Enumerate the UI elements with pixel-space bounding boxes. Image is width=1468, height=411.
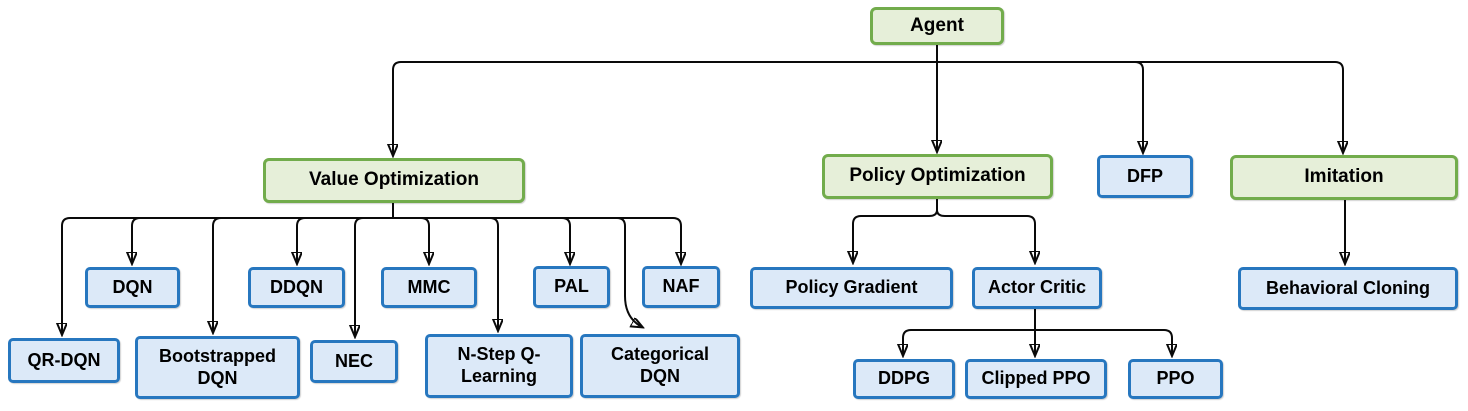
node-label: Imitation <box>1304 166 1384 188</box>
node-ddqn: DDQN <box>248 267 345 308</box>
node-imitation: Imitation <box>1230 155 1458 200</box>
node-agent: Agent <box>870 7 1004 45</box>
node-label: Bootstrapped DQN <box>159 345 276 388</box>
edge-value_optimization-mmc <box>393 217 429 263</box>
node-value-optimization: Value Optimization <box>263 158 525 203</box>
node-pal: PAL <box>533 266 610 308</box>
node-nec: NEC <box>310 340 398 383</box>
edge-value_optimization-qr_dqn <box>62 217 393 334</box>
node-label: PAL <box>554 276 589 297</box>
edge-value_optimization-naf <box>393 217 681 263</box>
node-dfp: DFP <box>1097 155 1193 198</box>
edge-value_optimization-bootstrapped_dqn <box>213 217 393 332</box>
node-policy-optimization: Policy Optimization <box>822 154 1053 199</box>
node-clipped-ppo: Clipped PPO <box>965 359 1107 399</box>
edge-policy_optimization-actor_critic <box>936 209 1035 262</box>
node-label: MMC <box>407 276 451 297</box>
node-label: Categorical DQN <box>610 344 710 386</box>
edge-value_optimization-categorical_dqn <box>393 217 642 327</box>
node-label: QR-DQN <box>27 349 101 370</box>
edge-policy_optimization-policy_gradient <box>853 209 938 262</box>
edge-agent-imitation <box>937 61 1343 152</box>
edge-value_optimization-dqn <box>132 217 393 263</box>
node-label: Clipped PPO <box>981 368 1091 389</box>
node-ddpg: DDPG <box>853 359 955 399</box>
edge-value_optimization-nec <box>355 217 393 336</box>
node-label: DFP <box>1127 165 1163 186</box>
node-policy-gradient: Policy Gradient <box>750 267 953 309</box>
node-label: DDPG <box>877 368 930 389</box>
node-label: Value Optimization <box>309 169 479 191</box>
node-label: DDQN <box>270 276 323 297</box>
node-label: PPO <box>1156 368 1195 389</box>
node-label: Behavioral Cloning <box>1265 277 1431 298</box>
edge-actor_critic-ppo <box>1035 329 1172 355</box>
node-dqn: DQN <box>85 267 180 308</box>
edge-agent-dfp <box>937 61 1143 152</box>
node-label: Policy Optimization <box>849 165 1026 187</box>
edge-actor_critic-ddpg <box>903 329 1035 355</box>
node-label: Policy Gradient <box>785 277 918 298</box>
node-categorical-dqn: Categorical DQN <box>580 334 740 398</box>
edge-agent-value_optimization <box>393 61 937 155</box>
node-ppo: PPO <box>1128 359 1223 399</box>
edge-value_optimization-pal <box>393 217 570 263</box>
node-bootstrapped-dqn: Bootstrapped DQN <box>135 336 300 399</box>
node-label: N-Step Q-Learning <box>457 344 541 386</box>
node-actor-critic: Actor Critic <box>972 267 1102 309</box>
edge-value_optimization-ddqn <box>297 217 393 263</box>
node-qr-dqn: QR-DQN <box>8 338 120 383</box>
node-behavioral-cloning: Behavioral Cloning <box>1238 267 1458 310</box>
node-mmc: MMC <box>381 267 477 308</box>
node-label: Actor Critic <box>987 277 1086 298</box>
node-label: NEC <box>334 350 373 371</box>
node-naf: NAF <box>642 266 720 308</box>
node-label: DQN <box>112 276 153 297</box>
node-n-step-q-learning: N-Step Q-Learning <box>425 334 573 398</box>
node-label: Agent <box>910 14 964 36</box>
node-label: NAF <box>662 276 700 297</box>
